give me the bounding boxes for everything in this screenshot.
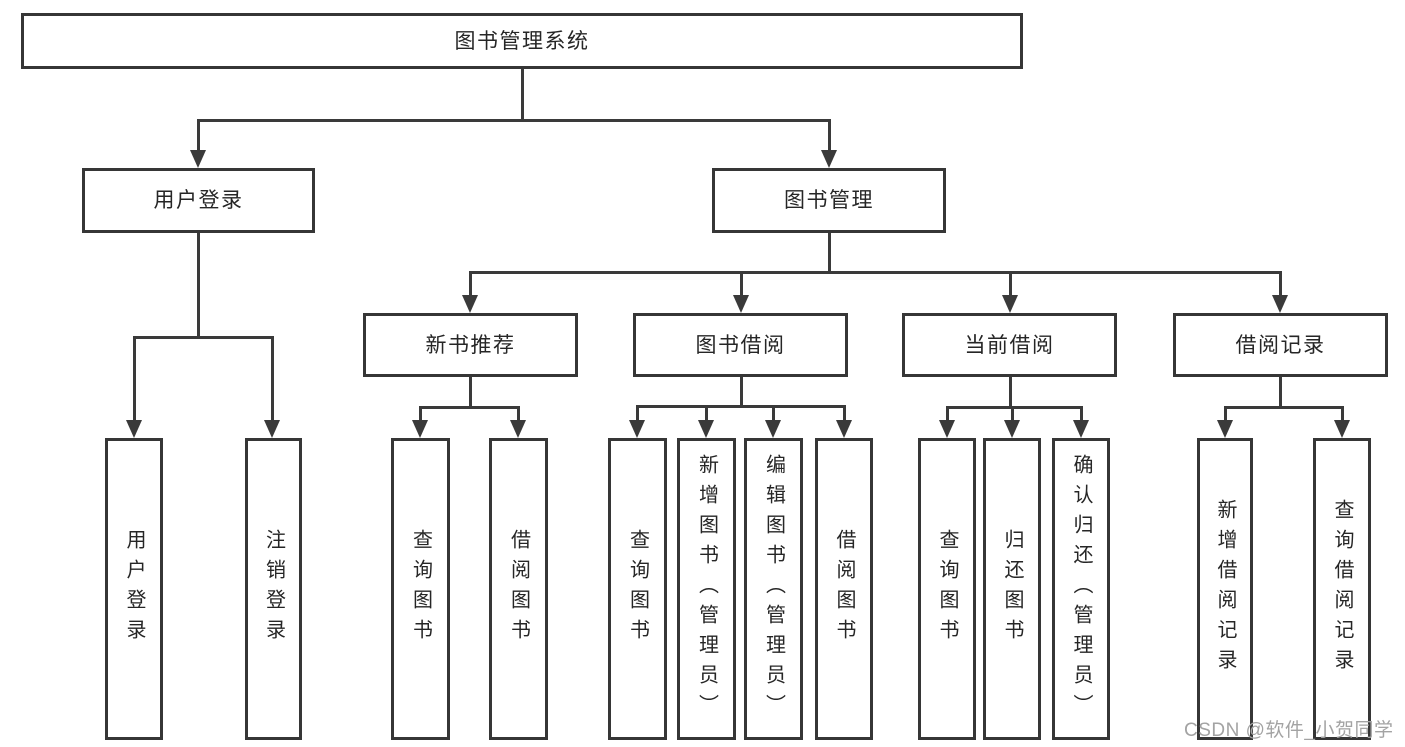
- connector-line: [1279, 377, 1282, 408]
- leaf-user-login: 用户登录: [105, 438, 163, 740]
- connector-line: [271, 336, 274, 421]
- connector-line: [469, 271, 472, 297]
- arrowhead-down-icon: [190, 150, 206, 168]
- connector-line: [636, 405, 639, 422]
- arrowhead-down-icon: [1073, 420, 1089, 438]
- leaf-add-books-admin: 新增图书（管理员）: [677, 438, 736, 740]
- connector-line: [740, 271, 743, 297]
- connector-line: [469, 377, 472, 408]
- arrowhead-down-icon: [939, 420, 955, 438]
- leaf-edit-books-admin: 编辑图书（管理员）: [744, 438, 803, 740]
- connector-line: [419, 406, 422, 422]
- arrowhead-down-icon: [1004, 420, 1020, 438]
- connector-line: [197, 233, 200, 336]
- connector-line: [1279, 271, 1282, 297]
- connector-line: [946, 406, 949, 422]
- arrowhead-down-icon: [510, 420, 526, 438]
- connector-line: [1009, 271, 1012, 297]
- connector-line: [705, 405, 708, 422]
- node-book-borrowing: 图书借阅: [633, 313, 848, 377]
- connector-line: [517, 406, 520, 422]
- arrowhead-down-icon: [836, 420, 852, 438]
- connector-line: [197, 119, 830, 122]
- node-book-management-system: 图书管理系统: [21, 13, 1023, 69]
- arrowhead-down-icon: [264, 420, 280, 438]
- connector-line: [636, 405, 844, 408]
- connector-line: [828, 119, 831, 152]
- leaf-logout: 注销登录: [245, 438, 302, 740]
- arrowhead-down-icon: [1217, 420, 1233, 438]
- connector-line: [1011, 406, 1014, 422]
- node-book-management: 图书管理: [712, 168, 946, 233]
- connector-line: [197, 119, 200, 152]
- leaf-query-books: 查询图书: [608, 438, 667, 740]
- leaf-borrow-books: 借阅图书: [815, 438, 873, 740]
- arrowhead-down-icon: [412, 420, 428, 438]
- arrowhead-down-icon: [765, 420, 781, 438]
- connector-line: [521, 69, 524, 120]
- node-current-borrowing: 当前借阅: [902, 313, 1117, 377]
- arrowhead-down-icon: [629, 420, 645, 438]
- leaf-query-books: 查询图书: [391, 438, 450, 740]
- connector-line: [1009, 377, 1012, 408]
- arrowhead-down-icon: [126, 420, 142, 438]
- leaf-borrow-books: 借阅图书: [489, 438, 548, 740]
- leaf-add-borrow-record: 新增借阅记录: [1197, 438, 1253, 740]
- leaf-query-borrow-record: 查询借阅记录: [1313, 438, 1371, 740]
- connector-line: [1224, 406, 1343, 409]
- csdn-watermark: CSDN @软件_小贺同学: [1184, 720, 1394, 741]
- arrowhead-down-icon: [1334, 420, 1350, 438]
- arrowhead-down-icon: [698, 420, 714, 438]
- arrowhead-down-icon: [1272, 295, 1288, 313]
- connector-line: [133, 336, 136, 421]
- connector-line: [740, 377, 743, 407]
- leaf-confirm-return-admin: 确认归还（管理员）: [1052, 438, 1110, 740]
- arrowhead-down-icon: [733, 295, 749, 313]
- connector-line: [946, 406, 1082, 409]
- connector-line: [133, 336, 274, 339]
- leaf-return-books: 归还图书: [983, 438, 1041, 740]
- arrowhead-down-icon: [462, 295, 478, 313]
- node-user-login: 用户登录: [82, 168, 315, 233]
- node-borrowing-records: 借阅记录: [1173, 313, 1388, 377]
- connector-line: [1341, 406, 1344, 422]
- connector-line: [469, 271, 1281, 274]
- connector-line: [419, 406, 519, 409]
- leaf-query-books: 查询图书: [918, 438, 976, 740]
- arrowhead-down-icon: [821, 150, 837, 168]
- connector-line: [772, 405, 775, 422]
- connector-line: [828, 233, 831, 273]
- connector-line: [843, 405, 846, 422]
- arrowhead-down-icon: [1002, 295, 1018, 313]
- node-new-book-recommendation: 新书推荐: [363, 313, 578, 377]
- connector-line: [1080, 406, 1083, 422]
- connector-line: [1224, 406, 1227, 422]
